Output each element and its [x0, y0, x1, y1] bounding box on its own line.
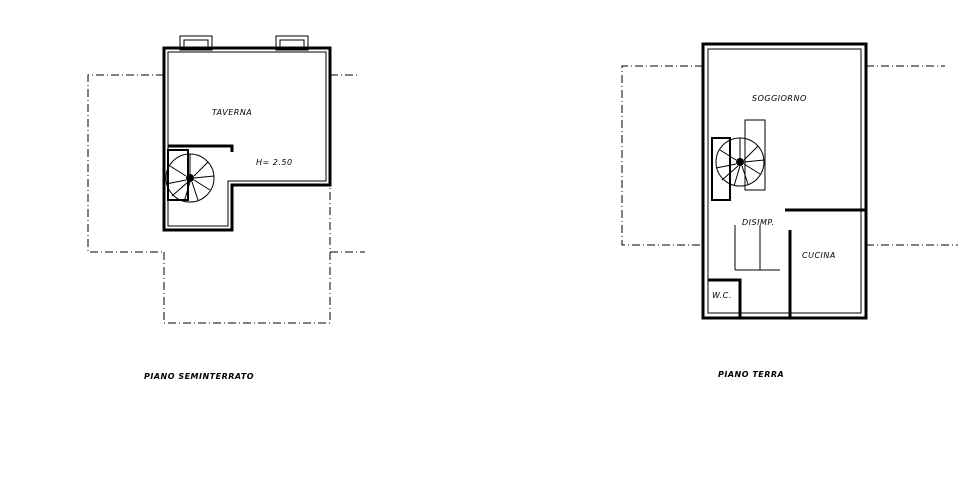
light-well-2 [275, 35, 309, 51]
room-label-cucina: CUCINA [802, 251, 836, 260]
light-well-2-inner [279, 39, 305, 49]
spiral-staircase-right [711, 137, 765, 201]
spiral-staircase-left [165, 149, 215, 203]
stair-partition [168, 144, 234, 152]
light-well-1 [179, 35, 213, 51]
stair-enclosure [744, 119, 766, 191]
inner-walls-taverna [167, 51, 327, 227]
room-label-wc: W.C. [712, 291, 732, 300]
room-label-height: H= 2.50 [256, 158, 293, 167]
light-well-1-inner [183, 39, 209, 49]
walls-taverna [162, 46, 332, 232]
room-label-taverna: TAVERNA [212, 108, 252, 117]
partition-wc [708, 278, 742, 318]
plan-seminterrato: TAVERNA H= 2.50 PIANO SEMINTERRATO [87, 35, 365, 381]
plan-terra: SOGGIORNO CUCINA W.C. DISIMP. PIANO TERR… [621, 42, 958, 379]
plan-title-terra: PIANO TERRA [718, 370, 784, 379]
outline-dashed-left [87, 74, 365, 324]
disimpegno-walls [734, 225, 780, 271]
walls-terra-inner [707, 48, 862, 314]
room-label-soggiorno: SOGGIORNO [752, 94, 807, 103]
plan-title-seminterrato: PIANO SEMINTERRATO [144, 372, 254, 381]
walls-terra-outer [701, 42, 868, 320]
outline-dashed-right [621, 65, 958, 246]
room-label-disimpegno: DISIMP. [742, 218, 775, 227]
